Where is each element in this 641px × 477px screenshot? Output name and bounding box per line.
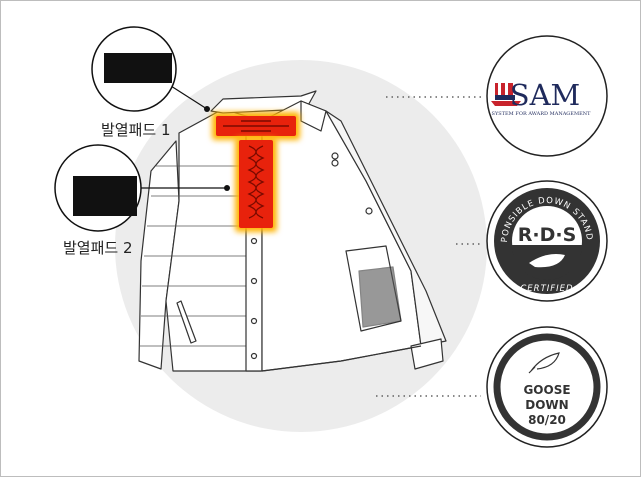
rds-center: R·D·S — [518, 224, 577, 246]
callout-label-heating-pad-2: 발열패드 2 — [63, 239, 133, 257]
sam-title: SAM — [510, 78, 581, 112]
feather-icon — [529, 254, 565, 268]
heating-pad-1 — [212, 112, 300, 140]
feather-icon — [528, 352, 560, 374]
goose-down-badge: GOOSE DOWN 80/20 — [486, 326, 608, 448]
sam-subtitle: SYSTEM FOR AWARD MANAGEMENT — [492, 111, 592, 117]
jacket-illustration — [138, 90, 447, 372]
sam-badge: SAM SYSTEM FOR AWARD MANAGEMENT — [486, 35, 608, 157]
callout-label-heating-pad-1: 발열패드 1 — [101, 121, 171, 139]
rds-ring-bottom: CERTIFIED — [520, 284, 573, 294]
goose-line2: DOWN — [525, 398, 568, 412]
goose-line1: GOOSE — [523, 383, 570, 397]
uncle-sam-hat-icon — [491, 83, 521, 106]
goose-line3: 80/20 — [528, 413, 566, 427]
heating-pad-2 — [235, 138, 277, 232]
callout-circle-1 — [91, 26, 177, 112]
callout-circle-2 — [54, 144, 142, 232]
